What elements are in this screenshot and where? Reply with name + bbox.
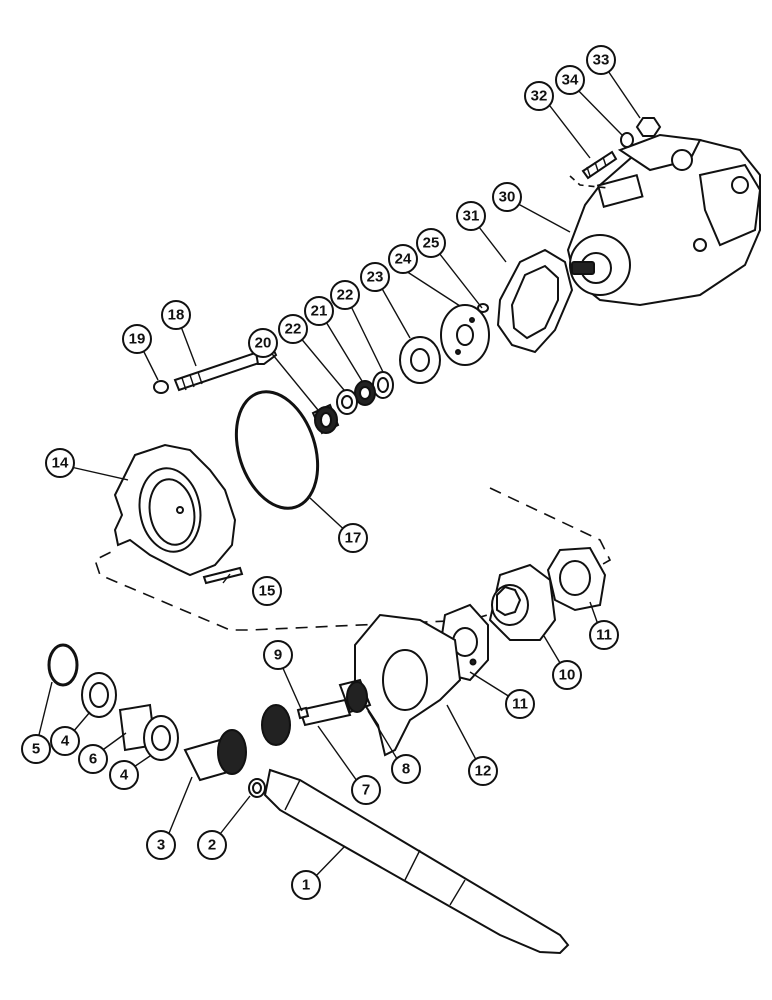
callout-3: 3 <box>146 830 176 860</box>
part-gear-set <box>354 546 607 757</box>
callout-30: 30 <box>492 182 522 212</box>
svg-text:14: 14 <box>52 455 69 472</box>
svg-text:8: 8 <box>402 761 410 778</box>
svg-text:18: 18 <box>168 307 185 324</box>
callout-17: 17 <box>338 523 368 553</box>
svg-text:12: 12 <box>475 763 492 780</box>
callout-9: 9 <box>263 640 293 670</box>
svg-text:15: 15 <box>259 583 276 600</box>
part-pump <box>566 133 762 307</box>
callout-20: 20 <box>248 328 278 358</box>
callout-14: 14 <box>45 448 75 478</box>
svg-text:1: 1 <box>302 877 310 894</box>
callout-34: 34 <box>555 65 585 95</box>
callout-19: 19 <box>122 324 152 354</box>
svg-text:5: 5 <box>32 741 40 758</box>
callout-11: 11 <box>589 620 619 650</box>
svg-text:22: 22 <box>337 287 354 304</box>
part-bevel-gears <box>183 704 291 798</box>
part-idler-shaft <box>296 678 372 727</box>
part-bearing-set-left <box>47 643 179 761</box>
callout-23: 23 <box>360 262 390 292</box>
callout-12: 12 <box>468 756 498 786</box>
part-bearing-stack <box>311 371 394 435</box>
svg-text:11: 11 <box>596 627 612 644</box>
part-pin-15 <box>202 566 244 585</box>
svg-text:31: 31 <box>463 208 480 225</box>
callout-18: 18 <box>161 300 191 330</box>
svg-text:4: 4 <box>120 767 129 784</box>
callout-32: 32 <box>524 81 554 111</box>
part-main-shaft <box>263 768 570 955</box>
svg-text:33: 33 <box>593 52 610 69</box>
part-hardware-33-34-32 <box>569 117 662 189</box>
svg-text:32: 32 <box>531 88 548 105</box>
svg-text:24: 24 <box>395 251 412 268</box>
svg-text:9: 9 <box>274 647 282 664</box>
part-housing <box>113 443 237 577</box>
svg-text:4: 4 <box>61 733 70 750</box>
svg-text:30: 30 <box>499 189 516 206</box>
callout-31: 31 <box>456 201 486 231</box>
svg-text:17: 17 <box>345 530 362 547</box>
svg-text:6: 6 <box>89 751 97 768</box>
callout-7: 7 <box>351 775 381 805</box>
svg-text:19: 19 <box>129 331 146 348</box>
callout-25: 25 <box>416 228 446 258</box>
callout-24: 24 <box>388 244 418 274</box>
callout-6: 6 <box>78 744 108 774</box>
svg-text:23: 23 <box>367 269 384 286</box>
callout-4: 4 <box>50 726 80 756</box>
part-plates-23-24-25 <box>399 303 490 384</box>
group-outline <box>94 487 612 631</box>
svg-text:34: 34 <box>562 72 579 89</box>
svg-text:2: 2 <box>208 837 216 854</box>
part-gasket <box>496 248 574 354</box>
callout-21: 21 <box>304 296 334 326</box>
svg-text:3: 3 <box>157 837 165 854</box>
svg-text:20: 20 <box>255 335 272 352</box>
svg-text:11: 11 <box>512 696 528 713</box>
callout-22: 22 <box>330 280 360 310</box>
callout-10: 10 <box>552 660 582 690</box>
svg-text:21: 21 <box>311 303 328 320</box>
svg-text:25: 25 <box>423 235 440 252</box>
callout-1: 1 <box>291 870 321 900</box>
callout-5: 5 <box>21 734 51 764</box>
svg-text:10: 10 <box>559 667 576 684</box>
callout-2: 2 <box>197 830 227 860</box>
callout-33: 33 <box>586 45 616 75</box>
callout-15: 15 <box>252 576 282 606</box>
callout-11: 11 <box>505 689 535 719</box>
part-o-ring <box>234 390 320 510</box>
callout-4: 4 <box>109 760 139 790</box>
svg-text:7: 7 <box>362 782 370 799</box>
svg-text:22: 22 <box>285 321 302 338</box>
callout-8: 8 <box>391 754 421 784</box>
callout-22: 22 <box>278 314 308 344</box>
